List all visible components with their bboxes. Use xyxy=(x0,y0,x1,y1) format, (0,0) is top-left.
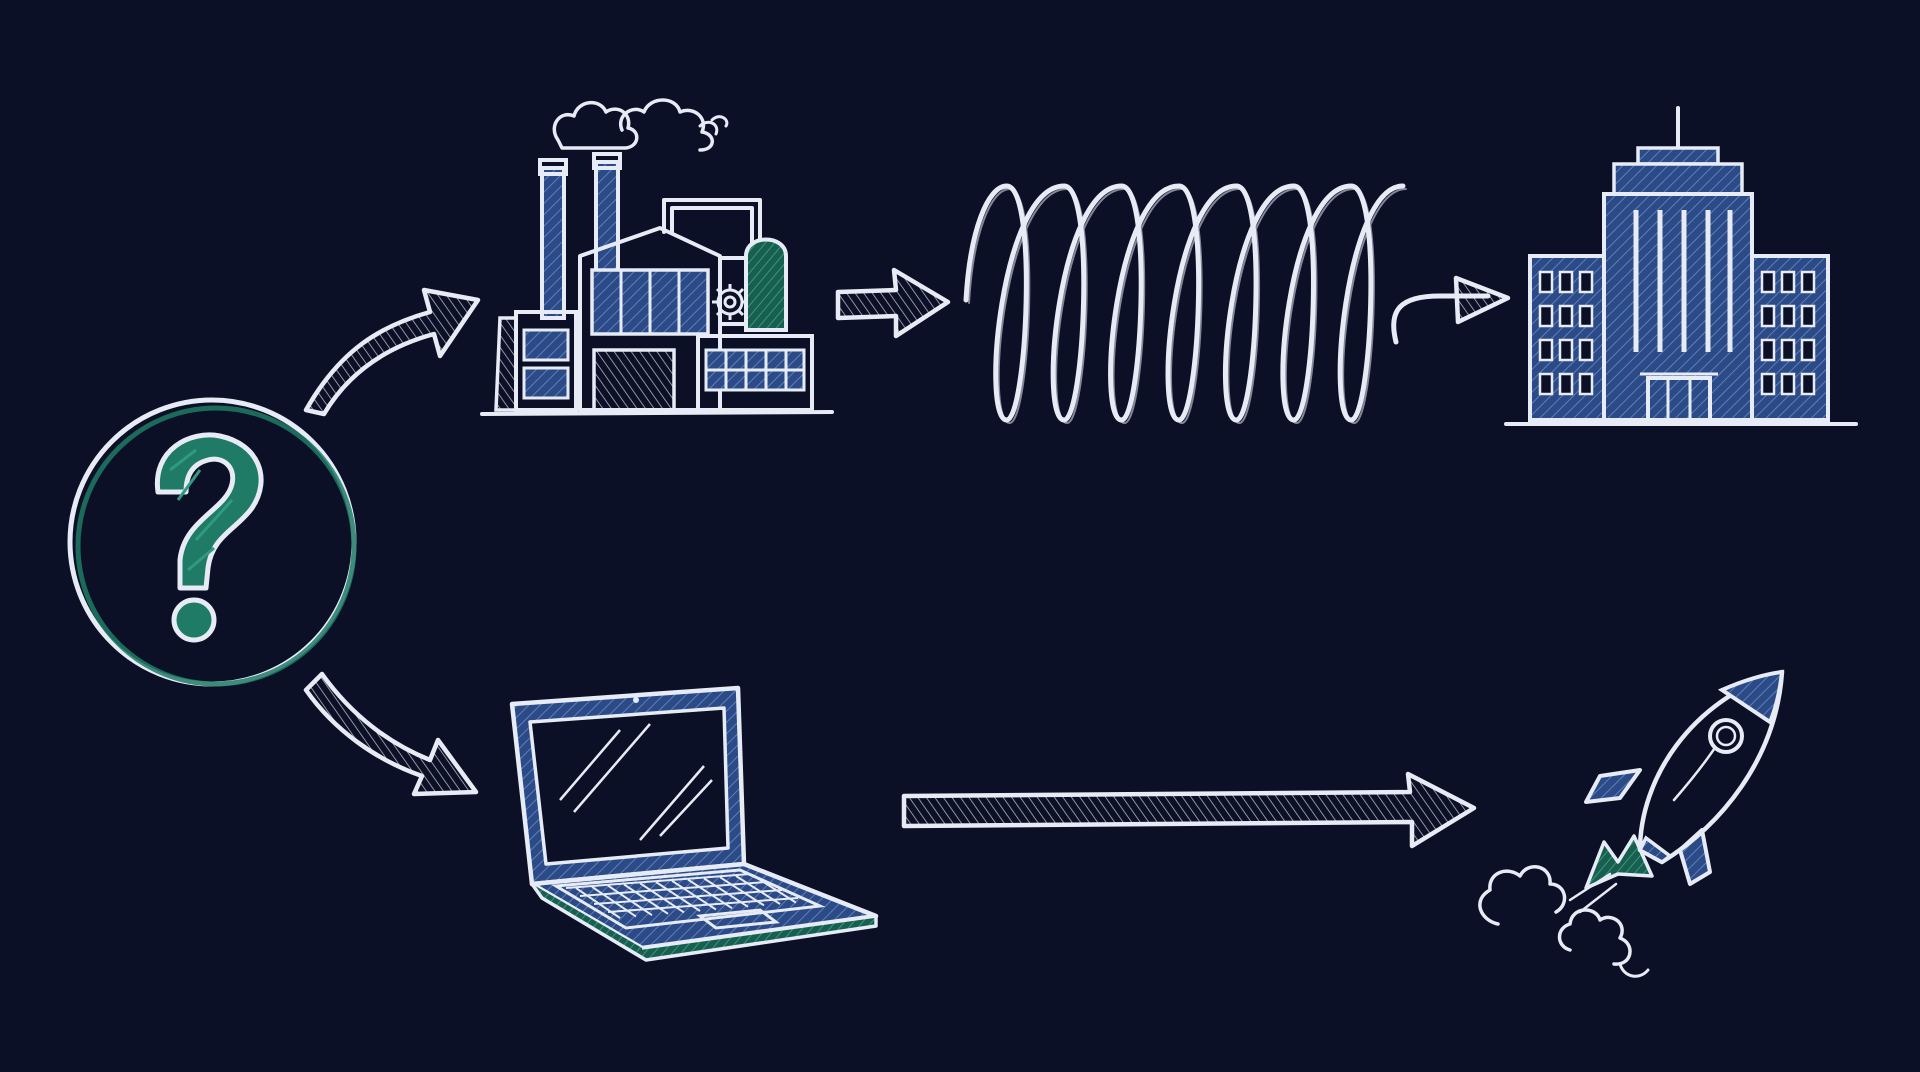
factory-icon xyxy=(480,98,834,416)
office-window xyxy=(1578,338,1594,362)
laptop-key-column xyxy=(575,887,621,919)
office-window xyxy=(1538,338,1554,362)
office-window xyxy=(1558,270,1574,294)
laptop-key-row xyxy=(579,881,767,897)
office-window xyxy=(1780,338,1796,362)
office-window xyxy=(1538,372,1554,396)
laptop-key-column xyxy=(719,876,765,907)
laptop-key-column xyxy=(687,878,733,910)
coil-spring-icon xyxy=(963,183,1407,424)
laptop-key-row xyxy=(607,897,799,913)
office-window xyxy=(1760,338,1776,362)
question-mark-icon xyxy=(154,432,264,643)
office-window xyxy=(1780,270,1796,294)
laptop-key-column xyxy=(671,879,717,911)
office-window xyxy=(1780,372,1796,396)
office-window xyxy=(1760,270,1776,294)
laptop-key-row xyxy=(565,873,751,889)
office-window xyxy=(1760,304,1776,328)
office-window xyxy=(1538,270,1554,294)
office-window xyxy=(1578,304,1594,328)
laptop-key-column xyxy=(623,883,669,915)
office-window xyxy=(1578,270,1594,294)
office-window xyxy=(1538,304,1554,328)
laptop-key-column xyxy=(655,881,701,912)
laptop-key-column xyxy=(703,877,749,908)
office-window xyxy=(1558,372,1574,396)
office-window xyxy=(1558,338,1574,362)
arrow-start-to-factory xyxy=(303,287,481,417)
office-window xyxy=(1578,372,1594,396)
office-window xyxy=(1800,372,1816,396)
laptop-key-column xyxy=(607,884,653,917)
laptop-key-column xyxy=(591,885,637,918)
question-circle-node xyxy=(67,397,357,687)
laptop-key-column xyxy=(639,882,685,914)
office-window xyxy=(1800,338,1816,362)
arrow-laptop-to-rocket xyxy=(901,771,1477,849)
rocket-icon xyxy=(1478,669,1785,978)
arrow-start-to-laptop xyxy=(303,671,479,797)
laptop-icon xyxy=(509,685,879,962)
laptop-key-row xyxy=(593,889,783,905)
laptop-key-column xyxy=(735,875,781,905)
laptop-key-column xyxy=(751,873,797,904)
office-building-icon xyxy=(1504,106,1858,426)
office-window xyxy=(1800,270,1816,294)
question-circle-shadow xyxy=(75,405,357,687)
office-window xyxy=(1800,304,1816,328)
office-window xyxy=(1780,304,1796,328)
arrow-factory-to-spring xyxy=(835,267,951,339)
office-window xyxy=(1558,304,1574,328)
arrow-spring-to-office xyxy=(1391,275,1511,345)
office-window xyxy=(1760,372,1776,396)
